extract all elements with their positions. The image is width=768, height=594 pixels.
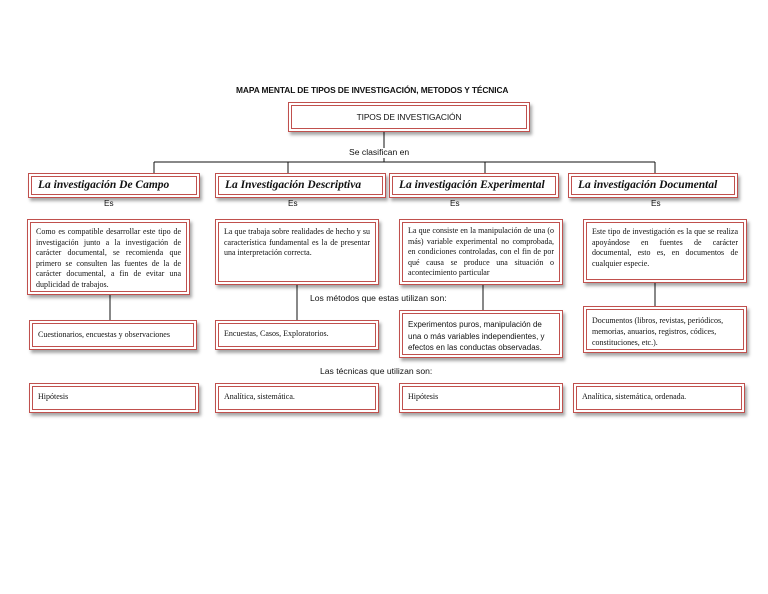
methods-campo: Cuestionarios, encuestas y observaciones <box>32 323 194 347</box>
type-node-experimental: La investigación Experimental <box>392 176 556 195</box>
es-label: Es <box>651 199 661 208</box>
technique-experimental: Hipótesis <box>402 386 560 410</box>
type-node-documental: La investigación Documental <box>571 176 735 195</box>
methods-experimental: Experimentos puros, manipulación de una … <box>402 313 560 355</box>
technique-campo: Hipótesis <box>32 386 196 410</box>
technique-text: Analítica, sistemática, ordenada. <box>582 392 687 401</box>
description-text: Este tipo de investigación es la que se … <box>592 227 738 268</box>
methods-documental: Documentos (libros, revistas, periódicos… <box>586 309 744 350</box>
methods-label: Los métodos que estas utilizan son: <box>310 293 447 303</box>
technique-text: Hipótesis <box>408 392 439 401</box>
description-text: La que trabaja sobre realidades de hecho… <box>224 227 370 257</box>
description-experimental: La que consiste en la manipulación de un… <box>402 222 560 282</box>
type-title: La Investigación Descriptiva <box>225 179 362 191</box>
root-label: TIPOS DE INVESTIGACIÓN <box>356 112 462 122</box>
type-node-campo: La investigación De Campo <box>31 176 197 195</box>
methods-descriptiva: Encuestas, Casos, Exploratorios. <box>218 323 376 347</box>
technique-documental: Analítica, sistemática, ordenada. <box>576 386 742 410</box>
methods-text: Experimentos puros, manipulación de una … <box>408 320 545 352</box>
description-text: La que consiste en la manipulación de un… <box>408 226 554 277</box>
map-title: MAPA MENTAL DE TIPOS DE INVESTIGACIÓN, M… <box>236 85 509 95</box>
description-text: Como es compatible desarrollar este tipo… <box>36 227 181 289</box>
es-label: Es <box>288 199 298 208</box>
type-title: La investigación Documental <box>578 179 718 191</box>
classify-label: Se clasifican en <box>349 147 410 157</box>
type-title: La investigación De Campo <box>38 179 170 191</box>
technique-descriptiva: Analítica, sistemática. <box>218 386 376 410</box>
es-label: Es <box>104 199 114 208</box>
description-documental: Este tipo de investigación es la que se … <box>586 222 744 280</box>
techniques-label: Las técnicas que utilizan son: <box>320 366 433 376</box>
description-descriptiva: La que trabaja sobre realidades de hecho… <box>218 222 376 282</box>
root-node: TIPOS DE INVESTIGACIÓN <box>291 105 527 129</box>
type-title: La investigación Experimental <box>399 179 545 191</box>
methods-text: Cuestionarios, encuestas y observaciones <box>38 330 170 339</box>
methods-text: Documentos (libros, revistas, periódicos… <box>592 316 724 347</box>
type-node-descriptiva: La Investigación Descriptiva <box>218 176 383 195</box>
technique-text: Analítica, sistemática. <box>224 392 295 401</box>
es-label: Es <box>450 199 460 208</box>
description-campo: Como es compatible desarrollar este tipo… <box>30 222 187 292</box>
technique-text: Hipótesis <box>38 392 69 401</box>
methods-text: Encuestas, Casos, Exploratorios. <box>224 329 329 338</box>
